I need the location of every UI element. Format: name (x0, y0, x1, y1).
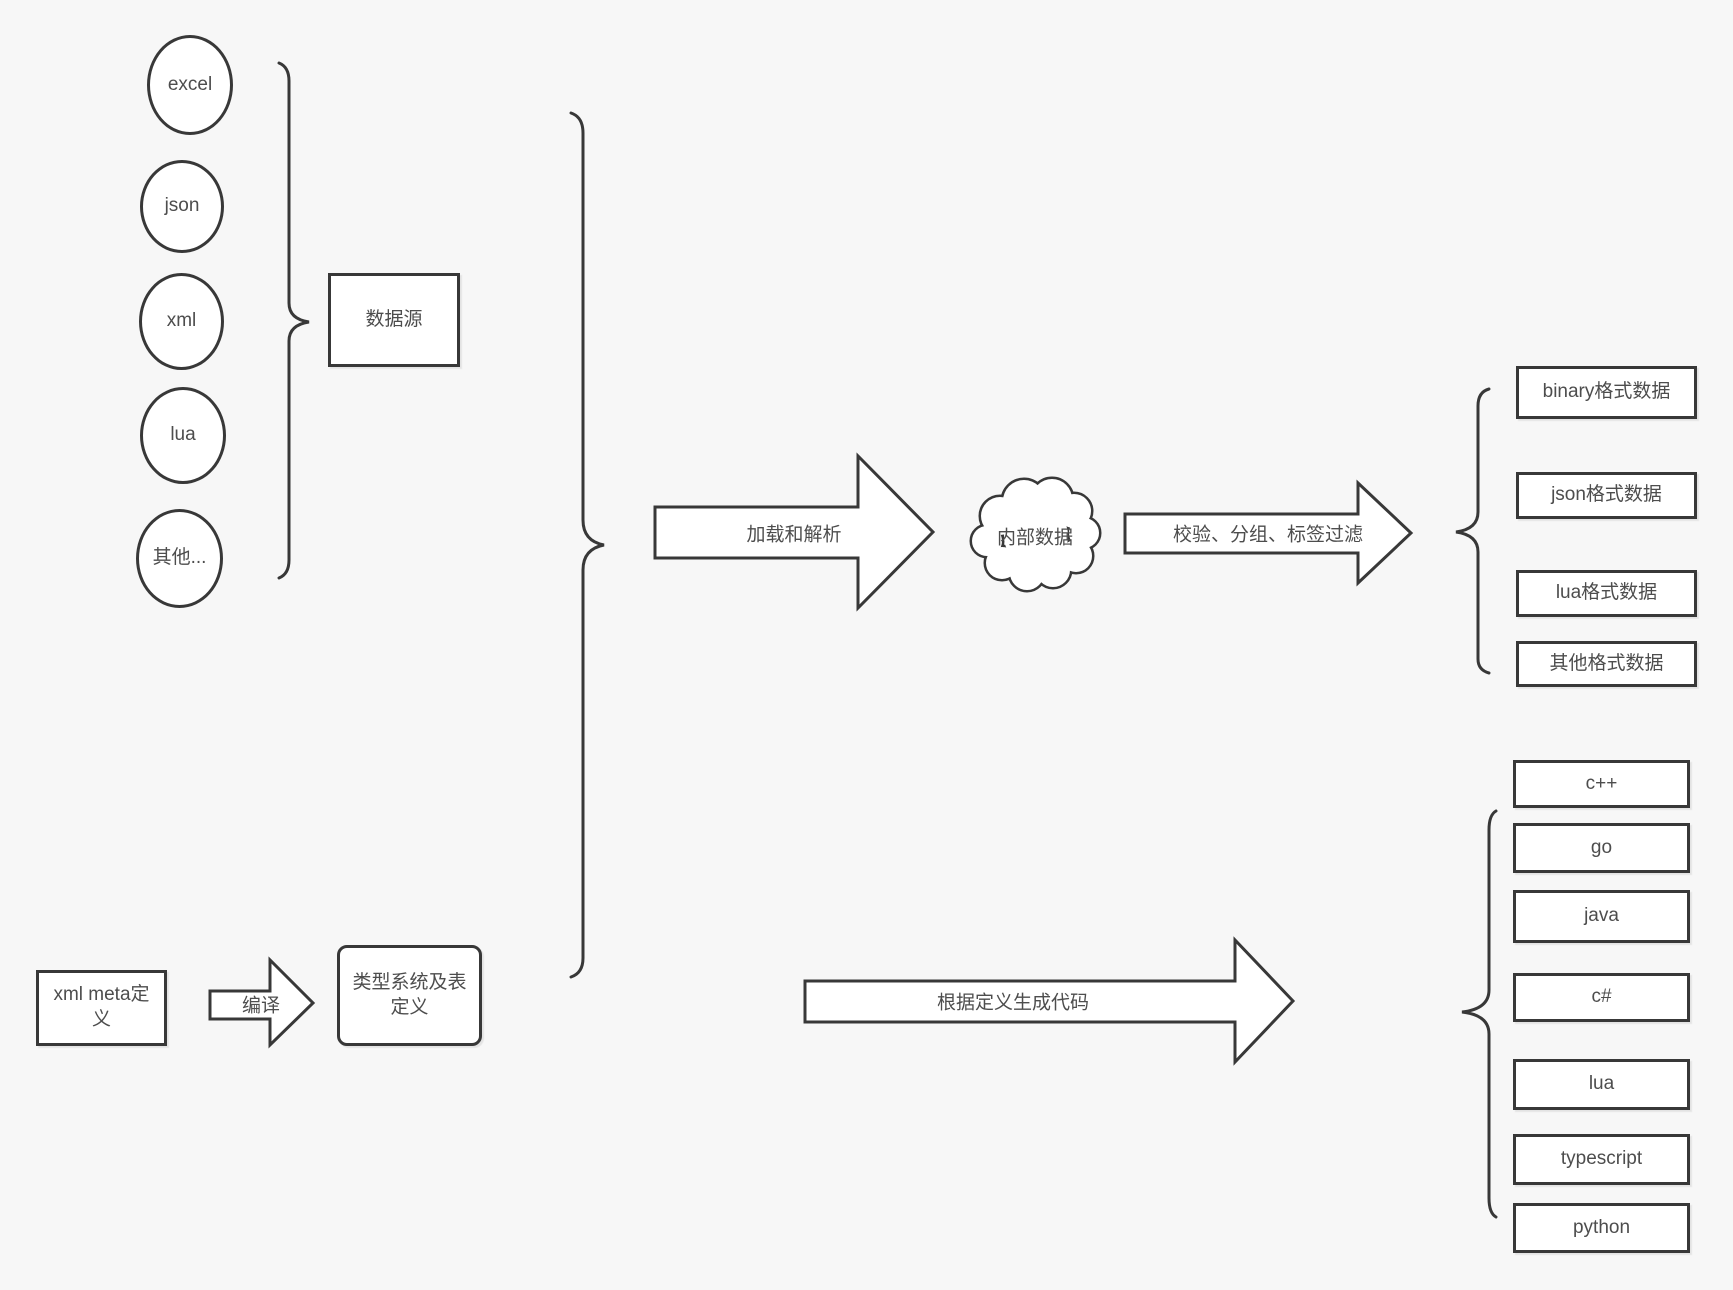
languages-brace (1461, 809, 1498, 1219)
source-ellipse-lua: lua (140, 387, 226, 484)
validate-filter-arrow (1123, 479, 1414, 587)
language-box-csharp: c# (1513, 973, 1690, 1022)
language-box-cpp: c++ (1513, 760, 1690, 808)
source-ellipse-excel: excel (147, 35, 233, 135)
format-box-other: 其他格式数据 (1516, 641, 1697, 687)
codegen-arrow (803, 936, 1296, 1066)
compile-arrow-label: 编译 (241, 995, 281, 1017)
source-ellipse-other: 其他... (136, 509, 223, 608)
sources-group-brace (277, 61, 310, 580)
type-system-box: 类型系统及表定义 (337, 945, 482, 1046)
load-parse-arrow-label: 加载和解析 (746, 524, 842, 546)
datasource-box: 数据源 (328, 273, 460, 367)
inputs-big-brace (569, 111, 605, 979)
load-parse-arrow (653, 452, 936, 612)
format-box-lua: lua格式数据 (1516, 570, 1697, 617)
format-box-binary: binary格式数据 (1516, 366, 1697, 419)
language-box-typescript: typescript (1513, 1134, 1690, 1185)
format-outputs-brace (1455, 387, 1491, 675)
source-ellipse-json: json (140, 160, 224, 253)
language-box-lua: lua (1513, 1059, 1690, 1110)
language-box-python: python (1513, 1203, 1690, 1253)
internal-data-cloud-label: 内部数据 (996, 527, 1074, 549)
xml-meta-box: xml meta定义 (36, 970, 167, 1046)
language-box-go: go (1513, 823, 1690, 873)
internal-data-cloud (969, 476, 1102, 593)
validate-filter-arrow-label: 校验、分组、标签过滤 (1172, 524, 1364, 546)
compile-arrow (208, 956, 316, 1049)
language-box-java: java (1513, 890, 1690, 943)
format-box-json: json格式数据 (1516, 472, 1697, 519)
source-ellipse-xml: xml (139, 273, 224, 370)
codegen-arrow-label: 根据定义生成代码 (936, 992, 1090, 1014)
